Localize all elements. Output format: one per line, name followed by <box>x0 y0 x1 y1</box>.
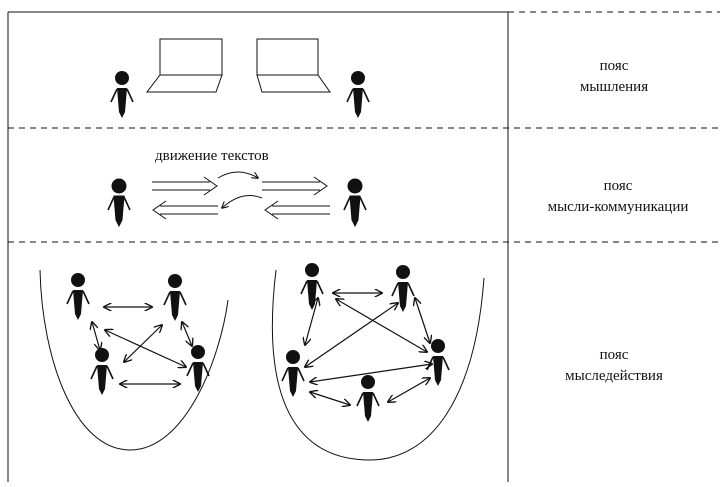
zone-label-line: пояс <box>599 58 629 74</box>
person-icon <box>300 262 324 311</box>
action-zone-figure <box>39 262 485 461</box>
double-headed-arrow <box>310 364 432 382</box>
laptop-icon <box>256 38 331 93</box>
double-headed-arrow <box>305 303 398 367</box>
zone-label-line: пояс <box>599 347 629 363</box>
zone-label-action: пояс мыследействия <box>514 345 714 387</box>
person-icon <box>110 70 134 119</box>
zone-label-line: мыследействия <box>565 368 663 384</box>
person-icon <box>356 374 380 423</box>
double-headed-arrow <box>310 392 350 405</box>
curved-arrow-icon <box>222 195 263 208</box>
double-headed-arrow <box>92 322 100 350</box>
person-icon <box>66 272 90 321</box>
person-icon <box>343 178 367 227</box>
thinking-zone-figure <box>110 38 370 119</box>
person-icon <box>186 344 210 393</box>
laptop-icon <box>145 38 223 93</box>
person-icon <box>90 347 114 396</box>
people-layer <box>66 262 450 423</box>
zone-label-line: пояс <box>603 178 633 194</box>
person-icon <box>281 349 305 398</box>
group-boundary <box>39 269 229 451</box>
double-headed-arrow <box>388 378 430 402</box>
double-headed-arrow <box>124 325 162 362</box>
double-headed-arrow <box>105 330 186 367</box>
double-arrow-icon <box>152 200 218 220</box>
double-headed-arrow <box>336 299 427 352</box>
curved-arrow-icon <box>217 171 258 178</box>
group-boundary <box>271 269 485 461</box>
zone-label-communication: пояс мысли-коммуникации <box>518 176 718 218</box>
double-arrow-icon <box>152 176 218 196</box>
double-headed-arrow <box>415 298 430 343</box>
communication-zone-figure <box>107 171 367 227</box>
arrows-layer <box>92 293 432 405</box>
zone-label-line: мышления <box>579 79 649 95</box>
person-icon <box>163 273 187 322</box>
person-icon <box>346 70 370 119</box>
double-arrow-icon <box>262 176 328 196</box>
frame <box>7 11 720 482</box>
person-icon <box>107 178 131 227</box>
caption-text-movement: движение текстов <box>155 148 269 164</box>
zone-label-line: мысли-коммуникации <box>547 199 689 215</box>
double-arrow-icon <box>264 200 330 220</box>
double-headed-arrow <box>182 322 192 346</box>
zone-label-thinking: пояс мышления <box>514 56 714 98</box>
person-icon <box>426 338 450 387</box>
